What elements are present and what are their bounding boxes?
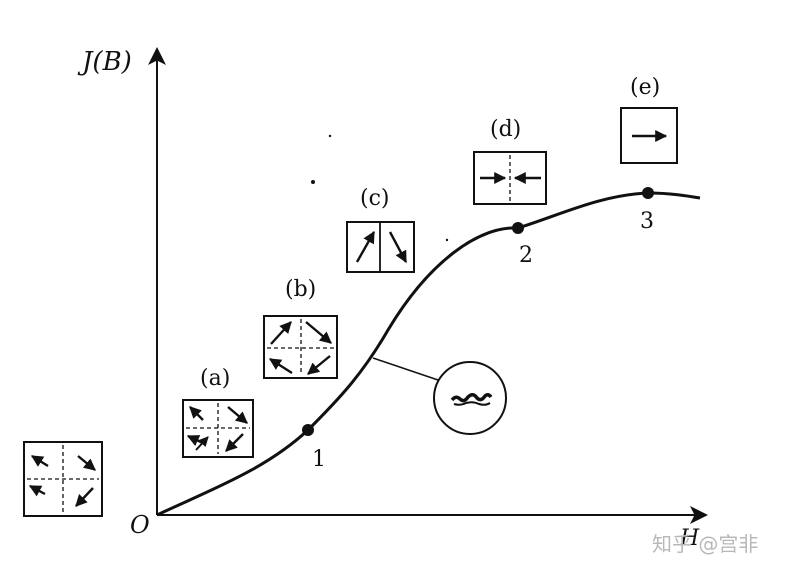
callout-line [372, 357, 439, 381]
origin-label: O [130, 511, 150, 539]
curve-point-3 [642, 187, 654, 199]
scan-speck [328, 134, 332, 138]
magnified-wall-inset [433, 361, 507, 435]
x-axis-label: H [679, 526, 700, 551]
domain-panel-d [473, 151, 547, 205]
domain-panel-b [263, 315, 338, 379]
domain-label-e: (e) [630, 75, 660, 100]
domain-panel-a [182, 399, 254, 458]
magnetization-curve [156, 191, 701, 517]
scan-speck [311, 180, 315, 184]
domain-label-a: (a) [200, 366, 230, 391]
point-label-3: 3 [640, 209, 654, 234]
domain-panel-demagnetized [23, 441, 103, 517]
watermark-text: 知乎 @宫非 [652, 532, 758, 556]
domain-label-b: (b) [285, 277, 316, 302]
domain-panel-e [620, 107, 678, 164]
scan-speck [445, 238, 449, 242]
curve-point-1 [302, 424, 314, 436]
point-label-2: 2 [519, 243, 533, 268]
domain-panel-c [346, 221, 415, 273]
point-label-1: 1 [312, 447, 326, 472]
curve-point-2 [512, 222, 524, 234]
domain-label-d: (d) [490, 117, 521, 142]
domain-label-c: (c) [360, 186, 390, 211]
y-axis-label: J(B) [77, 47, 132, 77]
